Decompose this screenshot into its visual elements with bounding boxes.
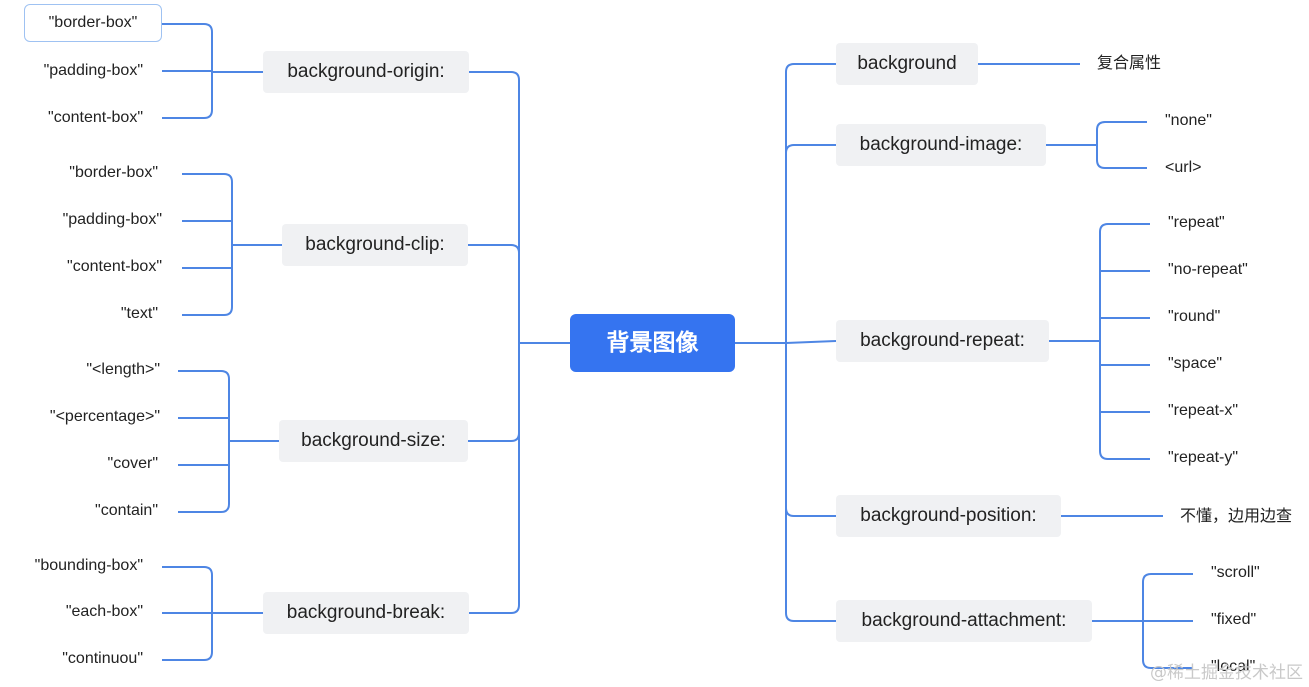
repeat-link-5 bbox=[1099, 341, 1150, 460]
left-trunk-2 bbox=[468, 343, 520, 442]
image-link-1 bbox=[1096, 145, 1147, 169]
right-trunk-2 bbox=[785, 340, 837, 344]
branch-background-clip[interactable]: background-clip: bbox=[282, 224, 468, 266]
leaf-size-percentage[interactable]: "<percentage>" bbox=[49, 408, 160, 425]
root-node[interactable]: 背景图像 bbox=[570, 314, 735, 372]
break-link-2 bbox=[162, 613, 213, 661]
left-trunk-0 bbox=[469, 71, 520, 343]
leaf-clip-content-box[interactable]: "content-box" bbox=[67, 258, 162, 275]
leaf-break-continuou[interactable]: "continuou" bbox=[62, 650, 143, 667]
origin-link-0 bbox=[162, 23, 213, 72]
leaf-repeat-repeat-x[interactable]: "repeat-x" bbox=[1168, 402, 1239, 419]
repeat-link-0 bbox=[1099, 223, 1150, 341]
leaf-origin-border-box[interactable]: "border-box" bbox=[24, 4, 162, 42]
watermark: @稀土掘金技术社区 bbox=[1150, 663, 1303, 683]
leaf-clip-text[interactable]: "text" bbox=[120, 305, 158, 322]
leaf-size-length[interactable]: "<length>" bbox=[86, 361, 160, 378]
left-trunk-3 bbox=[469, 343, 520, 614]
leaf-size-contain[interactable]: "contain" bbox=[95, 502, 158, 519]
branch-background-position[interactable]: background-position: bbox=[836, 495, 1061, 537]
branch-background-break[interactable]: background-break: bbox=[263, 592, 469, 634]
leaf-origin-content-box[interactable]: "content-box" bbox=[48, 109, 143, 126]
leaf-attachment-local[interactable]: "local" bbox=[1211, 658, 1256, 675]
leaf-break-bounding-box[interactable]: "bounding-box" bbox=[34, 557, 143, 574]
leaf-repeat-round[interactable]: "round" bbox=[1168, 308, 1221, 325]
right-trunk-0 bbox=[785, 63, 836, 343]
right-trunk-4 bbox=[785, 343, 836, 622]
leaf-attachment-scroll[interactable]: "scroll" bbox=[1211, 564, 1260, 581]
origin-link-2 bbox=[162, 72, 213, 119]
leaf-repeat-no-repeat[interactable]: "no-repeat" bbox=[1168, 261, 1248, 278]
leaf-repeat-repeat[interactable]: "repeat" bbox=[1168, 214, 1225, 231]
leaf-clip-padding-box[interactable]: "padding-box" bbox=[62, 211, 162, 228]
image-link-0 bbox=[1096, 121, 1147, 145]
attachment-link-2 bbox=[1142, 621, 1193, 669]
attachment-link-0 bbox=[1142, 573, 1193, 621]
branch-background-image[interactable]: background-image: bbox=[836, 124, 1046, 166]
right-trunk-1 bbox=[785, 144, 836, 343]
leaf-background-composite[interactable]: 复合属性 bbox=[1097, 53, 1162, 72]
clip-link-3 bbox=[182, 245, 233, 316]
branch-background-attachment[interactable]: background-attachment: bbox=[836, 600, 1092, 642]
leaf-repeat-space[interactable]: "space" bbox=[1168, 355, 1223, 372]
leaf-break-each-box[interactable]: "each-box" bbox=[65, 603, 143, 620]
clip-link-0 bbox=[182, 173, 233, 245]
leaf-origin-padding-box[interactable]: "padding-box" bbox=[43, 62, 143, 79]
size-link-0 bbox=[178, 370, 230, 441]
leaf-position-note[interactable]: 不懂，边用边查 bbox=[1180, 506, 1293, 525]
leaf-clip-border-box[interactable]: "border-box" bbox=[69, 164, 158, 181]
branch-background-origin[interactable]: background-origin: bbox=[263, 51, 469, 93]
branch-background-size[interactable]: background-size: bbox=[279, 420, 468, 462]
branch-background[interactable]: background bbox=[836, 43, 978, 85]
break-link-0 bbox=[162, 566, 213, 613]
left-trunk-1 bbox=[468, 244, 520, 343]
leaf-image-none[interactable]: "none" bbox=[1165, 112, 1212, 129]
right-trunk-3 bbox=[785, 343, 836, 517]
leaf-repeat-repeat-y[interactable]: "repeat-y" bbox=[1168, 449, 1239, 466]
leaf-size-cover[interactable]: "cover" bbox=[107, 455, 158, 472]
branch-background-repeat[interactable]: background-repeat: bbox=[836, 320, 1049, 362]
leaf-image-url[interactable]: <url> bbox=[1165, 159, 1202, 176]
size-link-3 bbox=[178, 441, 230, 513]
leaf-attachment-fixed[interactable]: "fixed" bbox=[1211, 611, 1257, 628]
